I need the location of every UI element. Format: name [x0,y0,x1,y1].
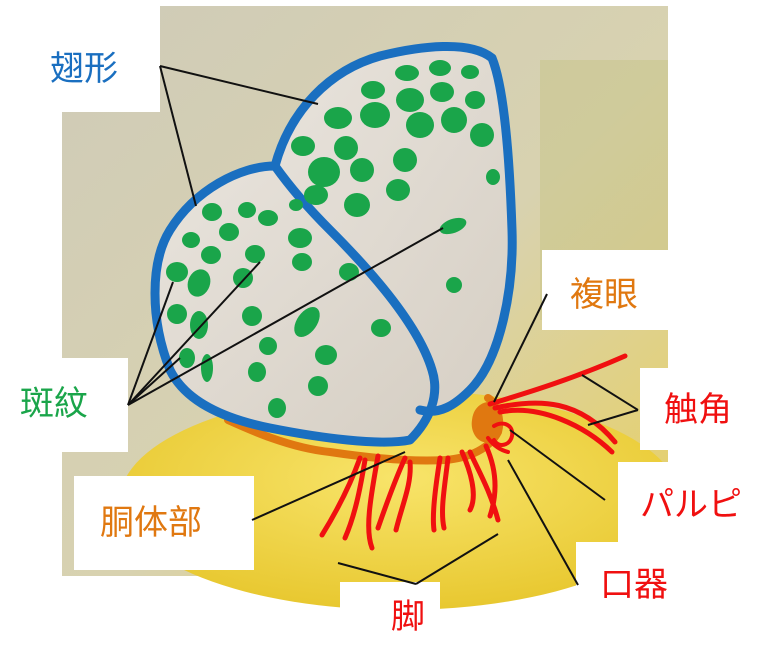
label-spots: 斑紋 [20,387,88,421]
label-body: 胴体部 [100,506,202,540]
label-box-legs [340,582,440,642]
label-antenna: 触角 [664,393,732,427]
label-palpi: パルピ [640,488,742,522]
label-mouthparts: 口器 [600,568,668,602]
label-wing-shape: 翅形 [50,52,118,86]
label-legs: 脚 [391,600,425,634]
label-compound-eye: 複眼 [570,278,638,312]
